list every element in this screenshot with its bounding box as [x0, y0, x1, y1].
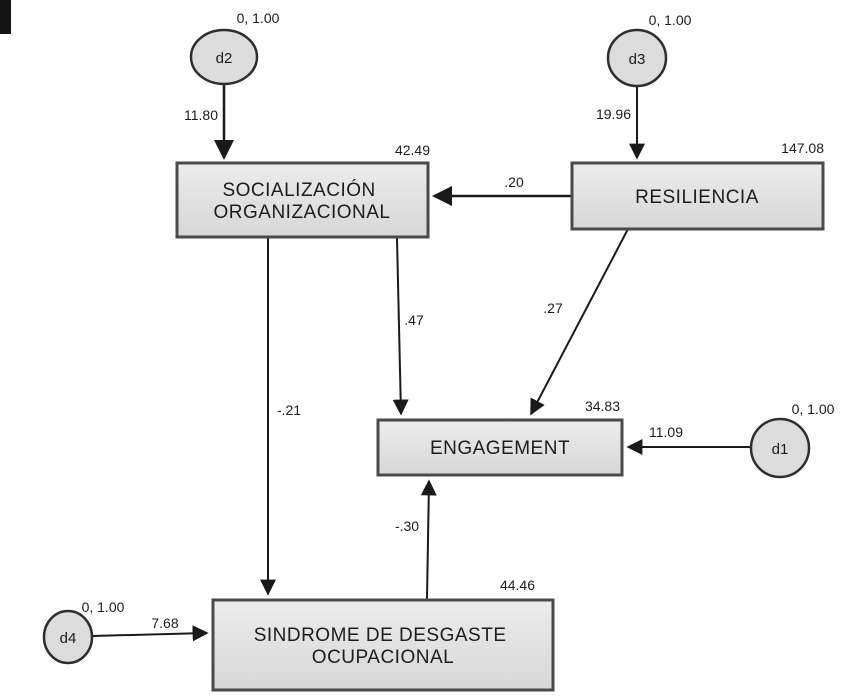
arrow-socializacion-to-engagement	[392, 237, 409, 416]
latent-label-socializacion-line2: ORGANIZACIONAL	[214, 202, 391, 223]
latent-label-sindrome-line1: SINDROME DE DESGASTE	[254, 625, 507, 646]
error-params-d4: 0, 1.00	[82, 599, 125, 615]
error-label-d4: d4	[60, 630, 77, 647]
coef-sindrome-to-engagement: -.30	[395, 518, 419, 534]
coef-socializacion-to-engagement: .47	[404, 312, 424, 328]
error-label-d2: d2	[216, 50, 233, 67]
latent-label-sindrome-line2: OCUPACIONAL	[312, 647, 454, 668]
variance-socializacion: 42.49	[395, 142, 430, 158]
coef-socializacion-to-sindrome: -.21	[277, 402, 301, 418]
variance-sindrome: 44.46	[500, 577, 535, 593]
latent-label-resiliencia: RESILIENCIA	[635, 187, 759, 208]
latent-box-sindrome	[211, 598, 555, 692]
latent-label-socializacion: SOCIALIZACIÓN ORGANIZACIONAL	[214, 179, 391, 223]
error-params-d3: 0, 1.00	[649, 12, 692, 28]
coef-resiliencia-to-socializacion: .20	[504, 174, 524, 190]
error-ellipse-d4	[42, 609, 94, 665]
weight-d3: 19.96	[596, 106, 631, 122]
latent-label-engagement: ENGAGEMENT	[430, 438, 570, 459]
weight-d2: 11.80	[184, 107, 218, 123]
error-params-d2: 0, 1.00	[237, 10, 280, 26]
latent-box-engagement	[376, 418, 624, 477]
arrow-resiliencia-to-engagement	[530, 228, 629, 416]
error-label-d3: d3	[629, 51, 646, 68]
error-params-d1: 0, 1.00	[792, 401, 835, 417]
weight-d1: 11.09	[649, 424, 683, 440]
coef-resiliencia-to-engagement: .27	[543, 300, 563, 316]
latent-box-socializacion	[175, 161, 430, 239]
scan-artifact-mark	[0, 0, 11, 34]
arrow-sindrome-to-engagement	[420, 479, 437, 600]
error-ellipse-d1	[749, 417, 811, 479]
latent-label-sindrome: SINDROME DE DESGASTE OCUPACIONAL	[254, 625, 513, 668]
variance-resiliencia: 147.08	[781, 140, 824, 156]
weight-d4: 7.68	[151, 615, 178, 631]
latent-box-resiliencia	[570, 161, 825, 231]
variance-engagement: 34.83	[585, 398, 620, 414]
latent-label-socializacion-line1: SOCIALIZACIÓN	[222, 179, 375, 201]
error-ellipse-d2	[189, 28, 259, 86]
error-ellipse-d3	[606, 28, 668, 88]
error-label-d1: d1	[772, 441, 789, 458]
arrow-d4-to-sindrome	[91, 625, 209, 642]
